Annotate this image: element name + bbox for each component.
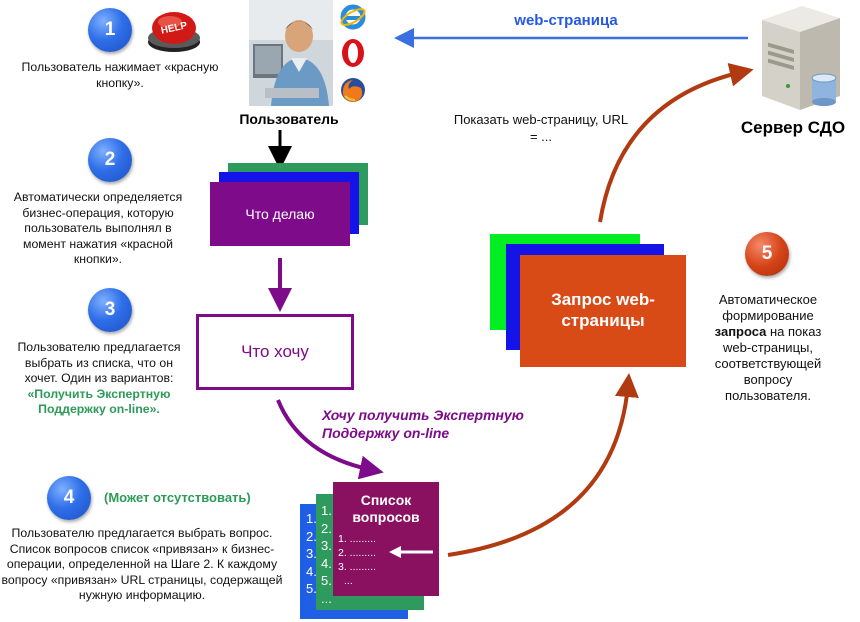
step-5-text-after: на показ web-страницы, соответствующей в…: [714, 324, 822, 403]
blue-list-item: 3.: [306, 546, 317, 561]
green-list-item: 3.: [321, 538, 332, 553]
want-box-label: Что хочу: [241, 342, 309, 361]
green-list-item: 4.: [321, 555, 332, 571]
green-list-item: 5.: [321, 573, 332, 588]
help-label: HELP: [160, 20, 189, 36]
step-2-badge: 2: [88, 138, 132, 182]
blue-list-item: 5.: [306, 581, 317, 596]
arrow-request-to-server: [598, 62, 754, 223]
green-list-item: 1.: [321, 503, 332, 518]
blue-list-item: 4.: [306, 563, 317, 579]
arrow-want-to-list: [276, 399, 384, 480]
green-list: 1. 2. 3. 4. 5. ...: [321, 502, 332, 607]
step-5-text: Автоматическое формирование запроса на п…: [700, 292, 836, 404]
step-3-main: Пользователю предлагается выбрать из спи…: [17, 340, 181, 385]
green-list-item: 2.: [321, 520, 332, 536]
step-4-optional: (Может отсутствовать): [104, 490, 251, 505]
arrow-list-to-request: [447, 373, 639, 557]
question-list-items: 1. ......... 2. ......... 3. ......... .…: [338, 532, 376, 588]
green-list-item: ...: [321, 590, 332, 606]
question-item: 1. .........: [338, 533, 376, 545]
user-label: Пользователь: [239, 111, 339, 127]
step-3-text: Пользователю предлагается выбрать из спи…: [10, 340, 188, 418]
step-4-text: Пользователю предлагается выбрать вопрос…: [1, 526, 283, 602]
internet-explorer-icon: [340, 4, 366, 30]
firefox-icon: [341, 78, 365, 102]
server-icon: [762, 6, 840, 110]
blue-list: 1. 2. 3. 4. 5.: [306, 510, 317, 598]
question-item: 2. .........: [338, 547, 376, 559]
blue-list-item: 2.: [306, 528, 317, 544]
opera-icon: [342, 39, 364, 67]
show-page-label: Показать web-страницу, URL = ...: [453, 112, 629, 144]
question-item: ...: [344, 575, 353, 587]
question-list-box: Список вопросов 1. ......... 2. ........…: [333, 482, 439, 596]
want-expert-label: Хочу получить Экспертную Поддержку on-li…: [322, 407, 524, 441]
want-box: Что хочу: [196, 314, 354, 390]
do-box-label: Что делаю: [245, 206, 315, 222]
step-3-badge: 3: [88, 288, 132, 332]
step-5-text-before: Автоматическое формирование: [718, 292, 818, 323]
question-list-title: Список вопросов: [352, 492, 420, 525]
request-box-label: Запрос web-страницы: [551, 290, 655, 330]
step-4-badge: 4: [47, 476, 91, 520]
request-box: Запрос web-страницы: [520, 255, 686, 367]
select-arrow-icon: [389, 546, 433, 558]
step-2-text: Автоматически определяется бизнес-операц…: [13, 190, 183, 266]
server-label: Сервер СДО: [740, 118, 846, 137]
do-box: Что делаю: [210, 182, 350, 246]
blue-list-item: 1.: [306, 511, 317, 526]
step-1-badge: 1: [88, 8, 132, 52]
step-3-highlight: «Получить Экспертную Поддержку on-line».: [27, 386, 171, 417]
user-photo-icon: [249, 0, 333, 106]
step-1-text: Пользователь нажимает «красную кнопку».: [21, 60, 219, 90]
step-5-text-bold: запроса: [714, 324, 767, 339]
web-page-label: web-страница: [514, 12, 618, 29]
question-item: 3. .........: [338, 561, 376, 573]
step-5-badge: 5: [745, 232, 789, 276]
help-button-icon: HELP: [148, 12, 200, 52]
